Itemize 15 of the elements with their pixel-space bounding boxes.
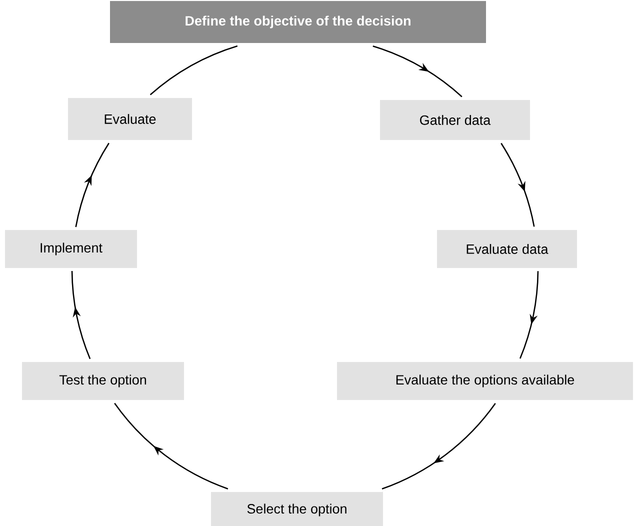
arrow <box>520 271 539 359</box>
step-box: Implement <box>5 230 137 268</box>
step-box: Evaluate the options available <box>337 362 633 400</box>
step-box: Evaluate <box>68 98 192 140</box>
step-box: Gather data <box>380 100 530 140</box>
arrow <box>382 402 496 490</box>
arrow <box>114 402 228 490</box>
arrow <box>75 142 110 228</box>
heading-box: Define the objective of the decision <box>110 1 486 43</box>
arrow <box>372 45 462 98</box>
step-box: Test the option <box>22 362 184 400</box>
arrow <box>500 142 535 227</box>
step-box: Evaluate data <box>437 230 577 268</box>
arrow <box>71 271 91 360</box>
step-box: Select the option <box>211 492 383 526</box>
